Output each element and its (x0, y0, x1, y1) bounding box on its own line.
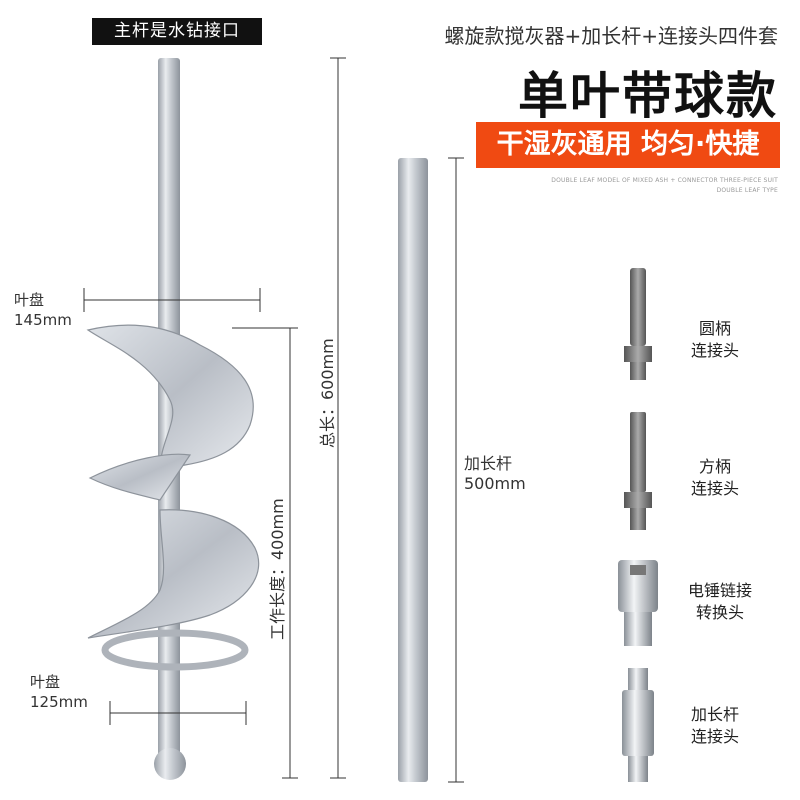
accessory-label-line2: 连接头 (690, 479, 739, 498)
blade-top-label-name: 叶盘 (14, 291, 45, 309)
extension-rod-label: 加长杆 500mm (464, 454, 526, 494)
english-type: DOUBLE LEAF TYPE (716, 187, 778, 194)
accessory-label-line1: 加长杆 (690, 705, 739, 724)
spiral-blade (86, 324, 260, 639)
square-shank-connector-label: 方柄 连接头 (672, 456, 758, 500)
round-shank-connector-label: 圆柄 连接头 (672, 318, 758, 362)
round-shank-connector-image (624, 268, 652, 380)
extension-rod (398, 158, 428, 782)
english-subtitle: DOUBLE LEAF MODEL OF MIXED ASH + CONNECT… (551, 177, 778, 184)
extension-rod-label-name: 加长杆 (464, 454, 513, 473)
bottom-ring (101, 629, 249, 671)
extension-rod-label-size: 500mm (464, 474, 526, 493)
accessory-label-line2: 转换头 (695, 603, 744, 622)
accessory-label-line2: 连接头 (690, 341, 739, 360)
accessory-label-line1: 圆柄 (698, 319, 731, 338)
blade-bottom-label: 叶盘 125mm (30, 672, 88, 712)
product-title: 单叶带球款 (518, 67, 778, 125)
feature-banner: 干湿灰通用 均匀·快捷 (476, 122, 780, 168)
extension-connector-label: 加长杆 连接头 (672, 704, 758, 748)
hammer-adapter-label: 电锤链接 转换头 (672, 580, 768, 624)
accessory-label-line1: 电锤链接 (687, 581, 752, 600)
product-subtitle: 螺旋款搅灰器+加长杆+连接头四件套 (444, 24, 778, 48)
square-shank-connector-image (624, 412, 652, 530)
blade-top-label-size: 145mm (14, 311, 72, 329)
accessory-label-line1: 方柄 (698, 457, 731, 476)
accessory-label-line2: 连接头 (690, 727, 739, 746)
hammer-adapter-image (618, 560, 658, 646)
blade-top-label: 叶盘 145mm (14, 290, 72, 330)
blade-bottom-label-size: 125mm (30, 693, 88, 711)
dimension-lines (83, 57, 464, 783)
extension-connector-image (622, 668, 654, 782)
total-length-label: 总长：600mm (318, 338, 337, 448)
blade-bottom-label-name: 叶盘 (30, 673, 61, 691)
working-length-label: 工作长度：400mm (268, 498, 287, 640)
main-rod-tag: 主杆是水钻接口 (92, 18, 262, 45)
